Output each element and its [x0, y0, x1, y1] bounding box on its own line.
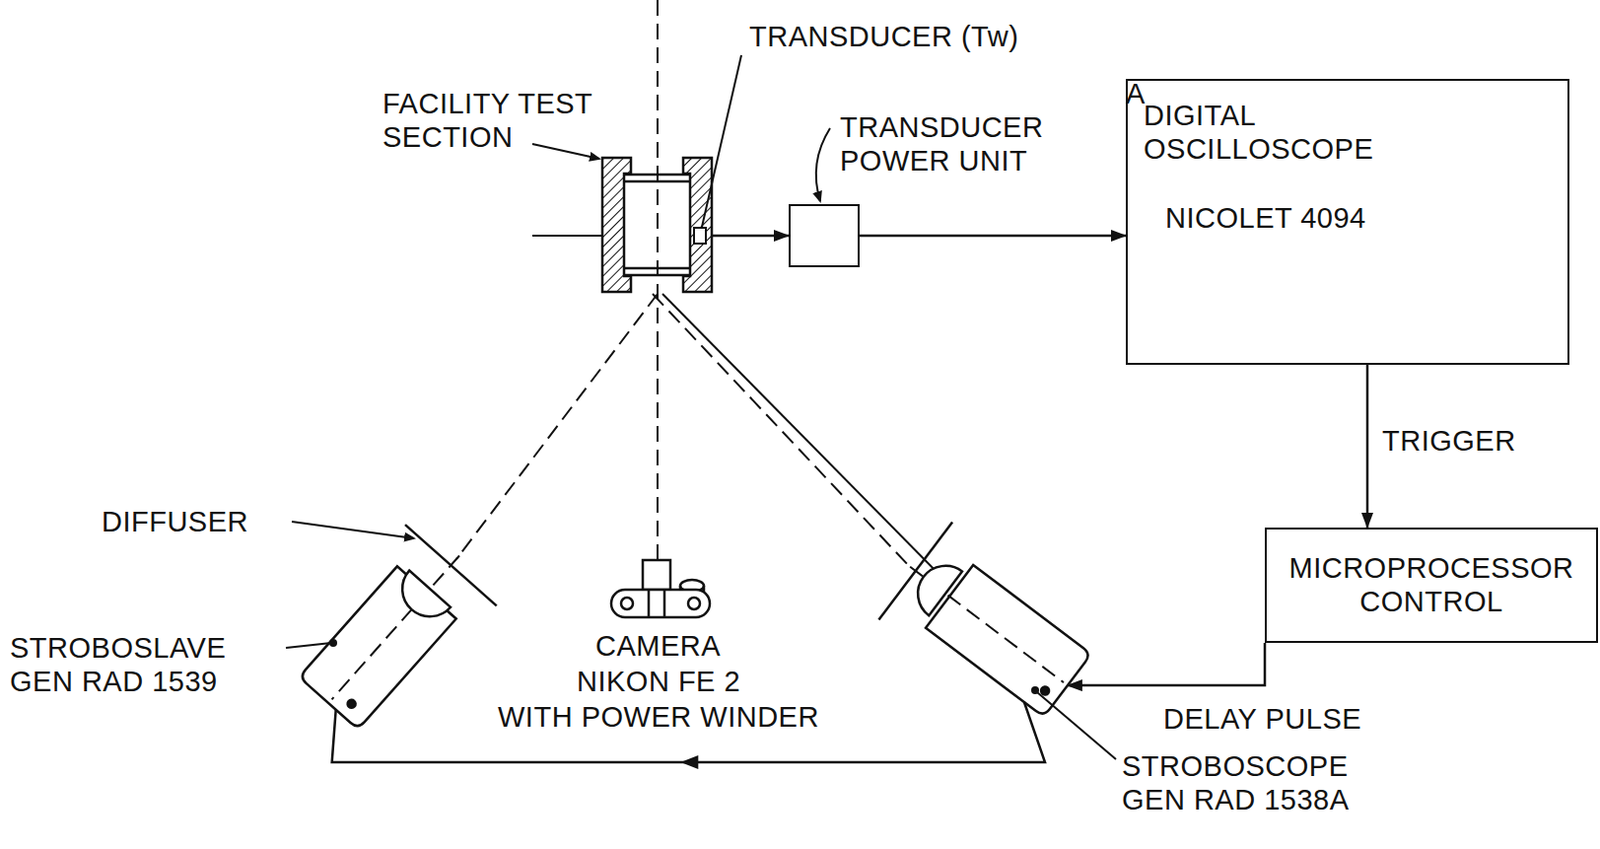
signal-connector — [1067, 642, 1265, 686]
test-section-wall — [602, 157, 631, 292]
leader-dot — [329, 638, 338, 647]
leader-line — [816, 128, 831, 202]
optical-axis — [656, 0, 659, 560]
part-label: WITH POWER WINDER — [497, 699, 820, 734]
transducer — [694, 227, 706, 244]
part-label: CAMERA — [595, 628, 721, 663]
light-path — [652, 293, 910, 567]
test-axis — [532, 234, 603, 237]
node-text: A — [1125, 76, 1146, 111]
signal-connector — [859, 235, 1126, 237]
node-text: MICROPROCESSOR CONTROL — [1278, 551, 1585, 619]
node-text: STROBOSLAVE GEN RAD 1539 — [9, 630, 281, 698]
light-path — [456, 293, 658, 559]
stroboslave: STROBOSLAVE GEN RAD 1539 — [298, 565, 457, 730]
test-section-wall — [683, 157, 712, 292]
connector-line — [1366, 364, 1370, 528]
leader-line — [701, 55, 742, 227]
control-box: MICROPROCESSOR CONTROL — [1264, 527, 1599, 643]
stroboslave-symbol — [282, 514, 506, 744]
signal-label: DELAY PULSE — [1163, 701, 1362, 736]
connector-line — [859, 234, 1126, 238]
connector-line — [1067, 642, 1265, 686]
stroboscope-symbol — [873, 517, 1105, 734]
camera-symbol — [611, 559, 710, 618]
part-label: DIFFUSER — [101, 504, 249, 539]
stroboscope: STROBOSCOPE GEN RAD 1538A — [925, 564, 1092, 717]
leader-line — [532, 143, 600, 159]
leader-dot — [1031, 686, 1040, 695]
signal-label: TRIGGER — [1382, 423, 1517, 458]
node-text: TRANSDUCER POWER UNIT — [839, 110, 1077, 178]
arrowhead — [680, 755, 698, 769]
test-section-window — [624, 174, 691, 276]
signal-connector — [1367, 364, 1369, 528]
node-text: NICOLET 4094 — [1165, 201, 1481, 235]
node-text: STROBOSCOPE GEN RAD 1538A — [1121, 749, 1374, 817]
part-label: TRANSDUCER (Tw) — [749, 19, 1019, 54]
signal-connector — [711, 235, 789, 237]
node-text: DIGITAL OSCILLOSCOPE — [1143, 98, 1410, 166]
node-text: FACILITY TEST SECTION — [382, 86, 654, 154]
oscilloscope-box: ADIGITAL OSCILLOSCOPE NICOLET 4094 — [1125, 78, 1570, 365]
test-section: FACILITY TEST SECTION — [602, 157, 712, 292]
part-label: NIKON FE 2 — [576, 664, 741, 698]
connector-line — [711, 234, 789, 238]
leader-line — [285, 642, 332, 648]
leader-line — [1037, 692, 1116, 760]
power-unit-box: TRANSDUCER POWER UNIT — [788, 204, 860, 268]
light-path — [662, 293, 947, 582]
leader-line — [291, 521, 415, 539]
